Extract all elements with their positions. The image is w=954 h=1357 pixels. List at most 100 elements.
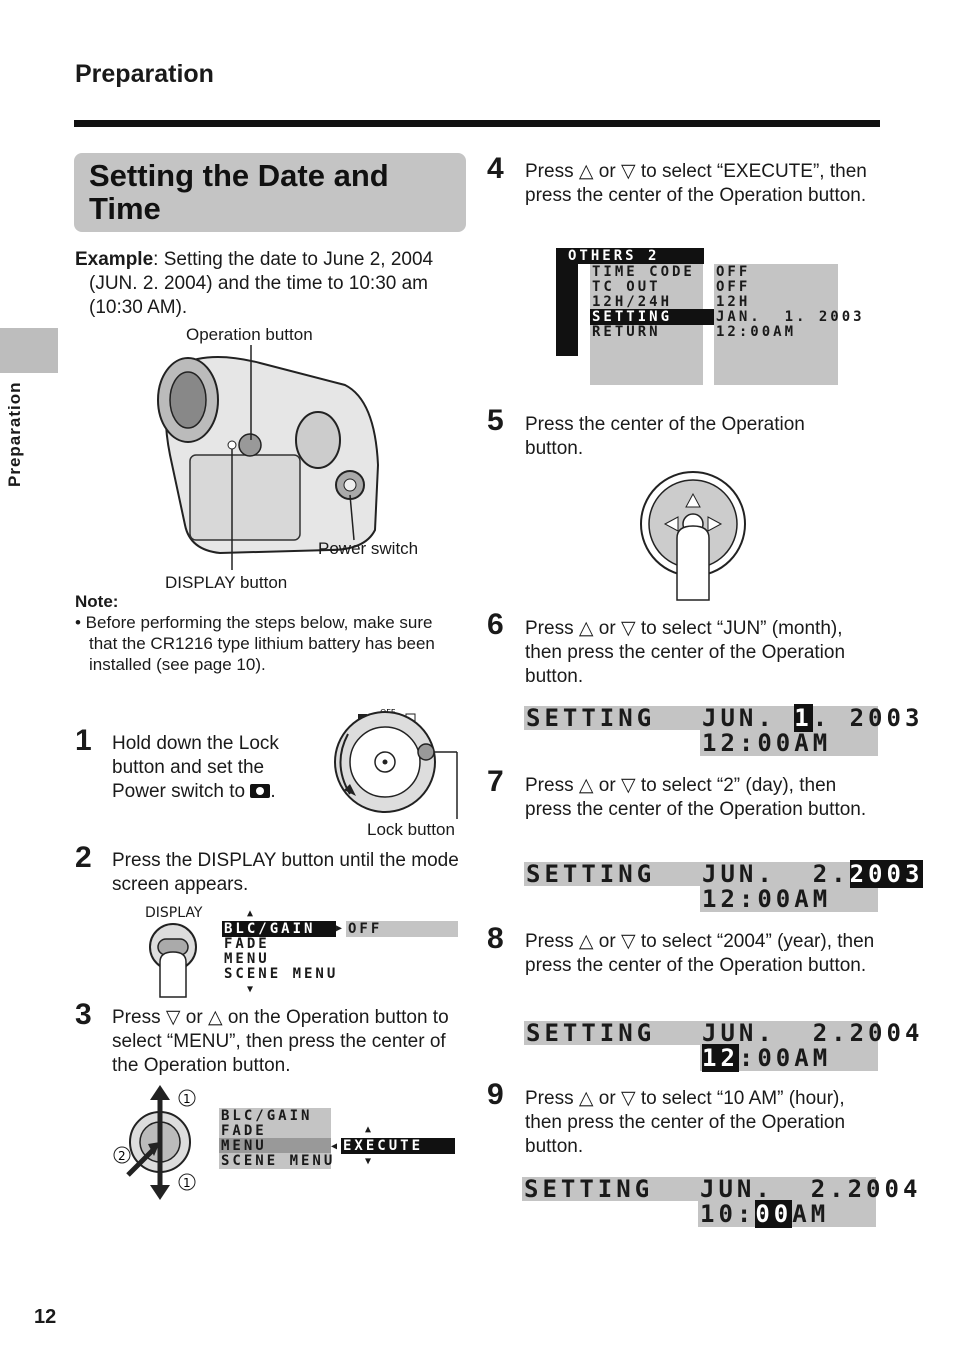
step-9-body: to select “10 AM” (hour), then press the… <box>525 1088 846 1157</box>
step-7-press: Press <box>525 775 574 796</box>
display-button-press-illustration <box>149 923 197 998</box>
example-label: Example <box>75 249 154 270</box>
others2-title: OTHERS 2 <box>556 248 704 264</box>
up-triangle-icon: △ <box>578 1088 594 1109</box>
section-header: Preparation <box>75 60 214 88</box>
menu-item-scene-menu: SCENE MENU <box>224 966 339 982</box>
side-tab <box>0 328 58 373</box>
step-5-text: Press the center of the Operation button… <box>525 414 805 459</box>
press-center-illustration <box>640 471 746 601</box>
step-9-or: or <box>598 1088 616 1109</box>
step-4-text: Press △ or ▽ to select “EXECUTE”, then p… <box>525 160 885 208</box>
step-6-number: 6 <box>487 608 504 641</box>
menu-item-fade: FADE <box>224 936 270 952</box>
down-triangle-icon: ▽ <box>620 1088 636 1109</box>
menu-value-off: OFF <box>346 921 458 937</box>
up-triangle-icon: △ <box>578 775 594 796</box>
menu-execute-screen: BLC/GAIN FADE MENU SCENE MENU ▲ ◀ EXECUT… <box>219 1108 459 1173</box>
page-title: Setting the Date and Time <box>89 158 389 226</box>
others2-value-setting: JAN. 1. 2003 <box>716 309 865 325</box>
note-label: Note: <box>75 592 119 611</box>
step-3-text: Press ▽ or △ on the Operation button to … <box>112 1006 457 1078</box>
menu-item-menu: MENU <box>224 951 270 967</box>
setting-date: JUN. 2.2004 <box>702 1019 924 1047</box>
time-highlight: 12 <box>702 1044 739 1072</box>
time-highlight: 00 <box>755 1200 793 1228</box>
step-8-or: or <box>598 931 616 952</box>
example-body: : Setting the date to June 2, 2004 (JUN.… <box>89 249 434 318</box>
step-7-text: Press △ or ▽ to select “2” (day), then p… <box>525 774 885 822</box>
step-3-or: or <box>185 1007 203 1028</box>
step-6-body: to select “JUN” (month), then press the … <box>525 618 846 687</box>
setting-time: 12:00AM <box>702 729 832 757</box>
up-triangle-icon: △ <box>578 618 594 639</box>
step-8-press: Press <box>525 931 574 952</box>
step-9-press: Press <box>525 1088 574 1109</box>
setting-date: JUN. 2.2004 <box>700 1175 922 1203</box>
camera-icon <box>250 784 271 798</box>
setting-display-2: SETTING JUN. 2.2003 12:00AM <box>524 860 924 913</box>
mode-screen-menu: ▲ BLC/GAIN FADE MENU SCENE MENU ▼ ▶ OFF <box>222 908 462 998</box>
setting-label: SETTING <box>524 1021 702 1045</box>
step-4-or: or <box>598 161 616 182</box>
step-3-press: Press <box>112 1007 161 1028</box>
step-2-number: 2 <box>75 841 92 874</box>
down-triangle-icon: ▽ <box>620 931 636 952</box>
setting-label: SETTING <box>524 706 702 730</box>
step-7-number: 7 <box>487 765 504 798</box>
display-key-label: DISPLAY <box>145 905 203 921</box>
setting-display-1: SETTING JUN. 1. 2003 12:00AM <box>524 704 919 757</box>
others2-item-12h24h: 12H/24H <box>592 294 673 310</box>
setting-time: 12:00AM <box>702 885 832 913</box>
power-switch-dial-illustration: OFF <box>334 708 458 819</box>
others2-value-12h24h: 12H <box>716 294 751 310</box>
example-text: Example: Setting the date to June 2, 200… <box>75 248 460 320</box>
others2-item-return: RETURN <box>592 324 661 340</box>
others2-item-tc-out: TC OUT <box>592 279 661 295</box>
step-6-text: Press △ or ▽ to select “JUN” (month), th… <box>525 617 875 689</box>
step-7-body: to select “2” (day), then press the cent… <box>525 775 867 820</box>
setting-display-4: SETTING JUN. 2.2004 10:00AM <box>522 1177 917 1228</box>
setting-display-3: SETTING JUN. 2.2004 12:00AM <box>524 1021 919 1072</box>
step-3-body: on the Operation button to select “MENU”… <box>112 1007 449 1076</box>
down-triangle-icon: ▽ <box>620 161 636 182</box>
setting-date: JUN. 1. 2003 <box>702 704 924 732</box>
others2-item-setting: SETTING <box>590 309 714 325</box>
label-display-button: DISPLAY button <box>165 573 288 592</box>
setting-time: 10:00AM <box>700 1200 830 1228</box>
setting-date: JUN. 2.2003 <box>702 860 924 888</box>
up-triangle-icon: △ <box>578 931 594 952</box>
step-4-number: 4 <box>487 152 504 185</box>
others2-icon-column <box>556 264 578 356</box>
up-triangle-icon: △ <box>207 1007 223 1028</box>
setting-label: SETTING <box>522 1177 700 1201</box>
step-1-body: Hold down the Lock button and set the Po… <box>112 733 279 802</box>
callout-1-bottom: 1 <box>183 1176 191 1190</box>
title-box: Setting the Date and Time <box>74 153 466 232</box>
step-8-number: 8 <box>487 922 504 955</box>
menu-value-execute: EXECUTE <box>341 1138 455 1154</box>
step-9-number: 9 <box>487 1078 504 1111</box>
menu-item-fade: FADE <box>219 1123 331 1139</box>
page-number: 12 <box>34 1306 57 1328</box>
others2-value-tc-out: OFF <box>716 279 751 295</box>
callout-2: 2 <box>118 1149 126 1163</box>
down-triangle-icon: ▽ <box>620 775 636 796</box>
step-9-text: Press △ or ▽ to select “10 AM” (hour), t… <box>525 1087 875 1159</box>
step-4-body: to select “EXECUTE”, then press the cent… <box>525 161 867 206</box>
up-triangle-icon: △ <box>578 161 594 182</box>
date-highlight: 2003 <box>849 860 924 888</box>
step-8-body: to select “2004” (year), then press the … <box>525 931 875 976</box>
menu-item-blc-gain: BLC/GAIN <box>222 921 336 937</box>
setting-time: 12:00AM <box>702 1044 832 1072</box>
others2-value-time-code: OFF <box>716 264 751 280</box>
menu-item-blc-gain: BLC/GAIN <box>219 1108 331 1124</box>
camcorder-illustration <box>157 345 380 570</box>
menu-item-menu: MENU <box>219 1138 331 1154</box>
step-5-number: 5 <box>487 404 504 437</box>
setting-label: SETTING <box>524 862 702 886</box>
step-8-text: Press △ or ▽ to select “2004” (year), th… <box>525 930 885 978</box>
label-power-switch: Power switch <box>318 539 419 558</box>
step-7-or: or <box>598 775 616 796</box>
down-triangle-icon: ▽ <box>165 1007 181 1028</box>
